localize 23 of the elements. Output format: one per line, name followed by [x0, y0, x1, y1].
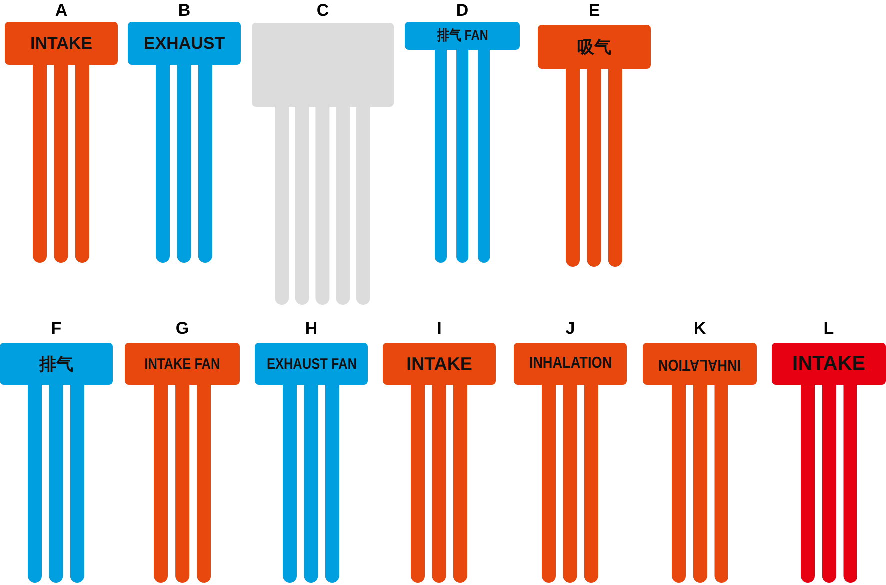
tag-label: EXHAUST — [144, 34, 226, 54]
tag-label: 吸气 — [578, 36, 612, 58]
tag-letter: I — [436, 320, 443, 338]
tag-label: EXHAUST FAN — [266, 356, 356, 372]
tag-label: 排气 FAN — [437, 27, 488, 45]
tag-letter: A — [54, 2, 69, 20]
tag-label: INHALATION — [529, 355, 612, 373]
tag-letter: G — [174, 320, 190, 338]
tag-label: INHALATION — [658, 355, 742, 373]
tag-letter: C — [316, 2, 330, 20]
tag-label: 排气 — [40, 354, 74, 376]
tag-label: INTAKE — [30, 34, 92, 54]
tag-letter: F — [50, 320, 63, 338]
tag-letter: D — [455, 2, 470, 20]
tag-letter: L — [822, 320, 836, 338]
tag-letter: J — [564, 320, 576, 338]
tag-label: INTAKE FAN — [144, 356, 220, 372]
tag-letter: E — [588, 2, 602, 20]
tag-letter: H — [304, 320, 319, 338]
tag-letter: K — [692, 320, 708, 338]
tag-label: INTAKE — [406, 354, 472, 374]
tag-letter: B — [177, 2, 192, 20]
tag-label: INTAKE — [792, 352, 866, 376]
